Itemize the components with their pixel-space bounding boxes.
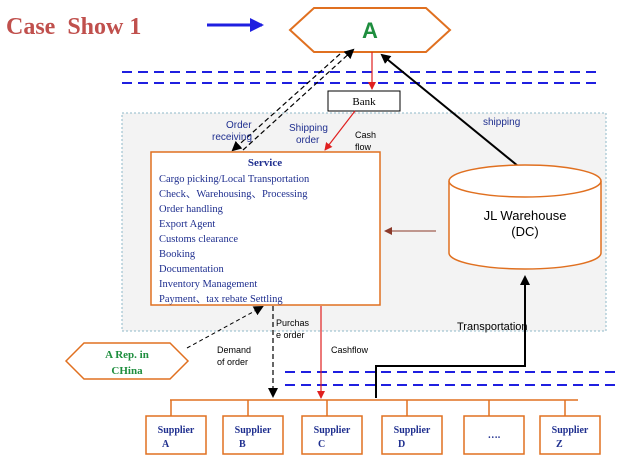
supplier-name: Supplier — [394, 425, 431, 436]
service-item: Documentation — [159, 264, 224, 275]
transportation-arrow — [375, 275, 530, 398]
supplier-letter: Z — [556, 439, 563, 450]
supplier-box — [539, 415, 601, 455]
supplier-box — [381, 415, 443, 455]
demand-order-arrow — [186, 306, 264, 349]
service-item: Cargo picking/Local Transportation — [159, 174, 310, 185]
order-receiving-label-1: Order — [226, 120, 252, 131]
shipping-label: shipping — [483, 117, 520, 128]
warehouse-label-2: (DC) — [511, 224, 538, 239]
service-item: Payment、tax rebate Settling — [159, 294, 283, 305]
warehouse-label-1: JL Warehouse — [484, 208, 567, 223]
supplier-box — [222, 415, 284, 455]
service-title: Service — [248, 157, 282, 169]
supplier-letter: A — [162, 439, 170, 450]
node-a-hexagon — [288, 7, 452, 53]
supplier-letter: D — [398, 439, 405, 450]
order-receiving-label-2: receiving — [212, 132, 252, 143]
cash-flow-label-2: flow — [355, 142, 372, 152]
service-item: Customs clearance — [159, 234, 238, 245]
supplier-box — [145, 415, 207, 455]
transportation-label: Transportation — [457, 321, 528, 333]
warehouse-cylinder — [448, 181, 602, 270]
shipping-order-arrow — [242, 48, 355, 151]
purchase-order-label-1: Purchas — [276, 318, 310, 328]
supplier-name: Supplier — [314, 425, 351, 436]
demand-order-label-1: Demand — [217, 345, 251, 355]
service-box — [150, 151, 381, 306]
service-item: Booking — [159, 249, 196, 260]
supplier-letter: C — [318, 439, 325, 450]
page-title: Case Show 1 — [6, 14, 141, 40]
cashflow-bottom-label: Cashflow — [331, 345, 369, 355]
node-a-label: A — [362, 18, 378, 43]
purchase-order-label-2: e order — [276, 330, 305, 340]
cash-flow-label-1: Cash — [355, 130, 376, 140]
service-item: Order handling — [159, 204, 224, 215]
demand-order-label-2: of order — [217, 357, 248, 367]
shipping-order-label-2: order — [296, 135, 320, 146]
supplier-name: …. — [488, 430, 501, 441]
supplier-letter: B — [239, 439, 246, 450]
shipping-order-label-1: Shipping — [289, 123, 328, 134]
bank-box — [327, 90, 401, 112]
supplier-name: Supplier — [158, 425, 195, 436]
supplier-name: Supplier — [235, 425, 272, 436]
bank-label: Bank — [352, 96, 376, 108]
service-item: Inventory Management — [159, 279, 257, 290]
bank-to-service-arrow — [324, 110, 356, 151]
service-item: Export Agent — [159, 219, 215, 230]
supplier-name: Supplier — [552, 425, 589, 436]
service-item: Check、Warehousing、Processing — [159, 189, 308, 200]
rep-label-2: CHina — [111, 365, 143, 377]
rep-hexagon — [64, 342, 190, 380]
supplier-box — [463, 415, 525, 455]
warehouse-cylinder-top — [448, 164, 602, 198]
supplier-box — [301, 415, 363, 455]
service-items: Cargo picking/Local TransportationCheck、… — [159, 174, 310, 305]
dc-to-a-arrow — [380, 53, 519, 167]
rep-label-1: A Rep. in — [105, 349, 149, 361]
